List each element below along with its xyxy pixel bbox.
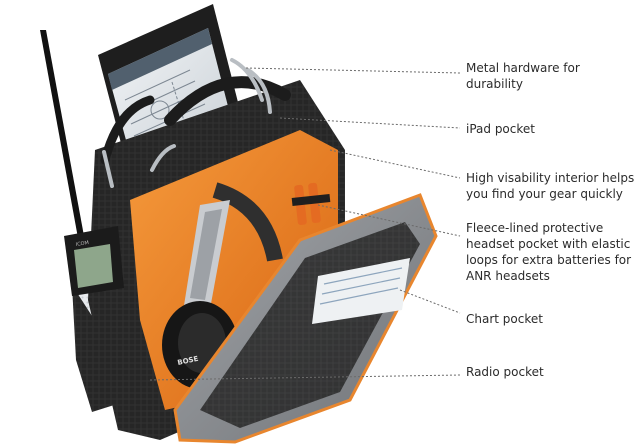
- callout-interior: High visability interior helps you find …: [466, 171, 635, 201]
- chart-in-pocket: [312, 258, 410, 324]
- callout-ipad-pocket: iPad pocket: [466, 122, 535, 136]
- callout-metal-hardware: Metal hardware for durability: [466, 61, 580, 91]
- flight-bag: BOSE: [72, 58, 438, 444]
- battery-loops: [291, 182, 331, 226]
- carry-handle: [164, 76, 291, 126]
- callout-radio-pocket: Radio pocket: [466, 365, 544, 379]
- metal-hardware: [102, 58, 272, 188]
- callout-chart-pocket: Chart pocket: [466, 312, 543, 326]
- radio-brand: ICOM: [75, 240, 89, 248]
- radio-antenna: [40, 30, 84, 238]
- leader-lines: [149, 67, 461, 381]
- callout-headset-pocket: Fleece-lined protective headset pocket w…: [466, 221, 632, 283]
- handheld-radio: ICOM: [40, 30, 124, 296]
